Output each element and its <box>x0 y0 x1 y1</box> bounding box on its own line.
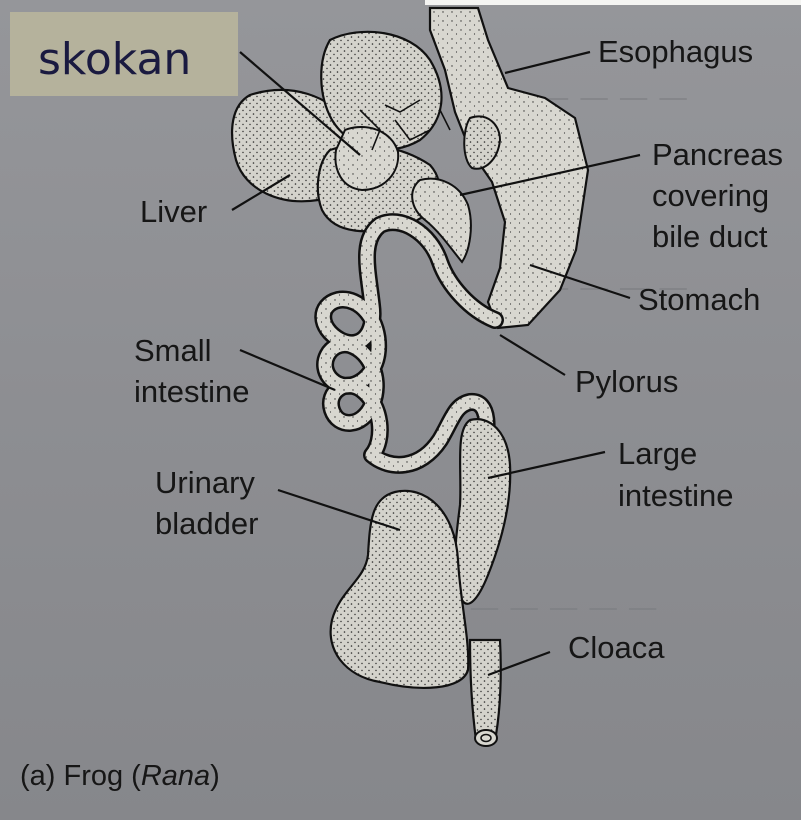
large-intestine-shape <box>455 419 511 604</box>
caption-prefix: (a) Frog ( <box>20 760 141 792</box>
urinary-bladder-shape <box>331 491 469 688</box>
badge-text: skokan <box>38 38 191 82</box>
label-large-intestine: Large <box>618 434 697 474</box>
label-pylorus: Pylorus <box>575 362 678 402</box>
label-liver: Liver <box>140 192 207 232</box>
label-pancreas-line3: bile duct <box>652 217 767 257</box>
caption-suffix: ) <box>210 760 220 792</box>
figure-caption: (a) Frog (Rana) <box>20 760 220 793</box>
label-pancreas: Pancreas <box>652 135 783 175</box>
label-stomach: Stomach <box>638 280 760 320</box>
label-small-intestine: Small <box>134 331 212 371</box>
label-pancreas-line2: covering <box>652 176 769 216</box>
gall-bladder <box>335 127 398 190</box>
label-large-intestine-line2: intestine <box>618 476 733 516</box>
caption-genus: Rana <box>141 760 210 792</box>
label-urinary-bladder-line2: bladder <box>155 504 258 544</box>
cloaca-shape <box>470 640 501 740</box>
watermark-badge: skokan <box>10 12 238 96</box>
cloaca-opening <box>475 730 497 746</box>
label-esophagus: Esophagus <box>598 32 753 72</box>
label-cloaca: Cloaca <box>568 628 665 668</box>
esophagus-leader <box>505 52 590 73</box>
label-small-intestine-line2: intestine <box>134 372 249 412</box>
pylorus-leader <box>500 335 565 375</box>
label-urinary-bladder: Urinary <box>155 463 255 503</box>
